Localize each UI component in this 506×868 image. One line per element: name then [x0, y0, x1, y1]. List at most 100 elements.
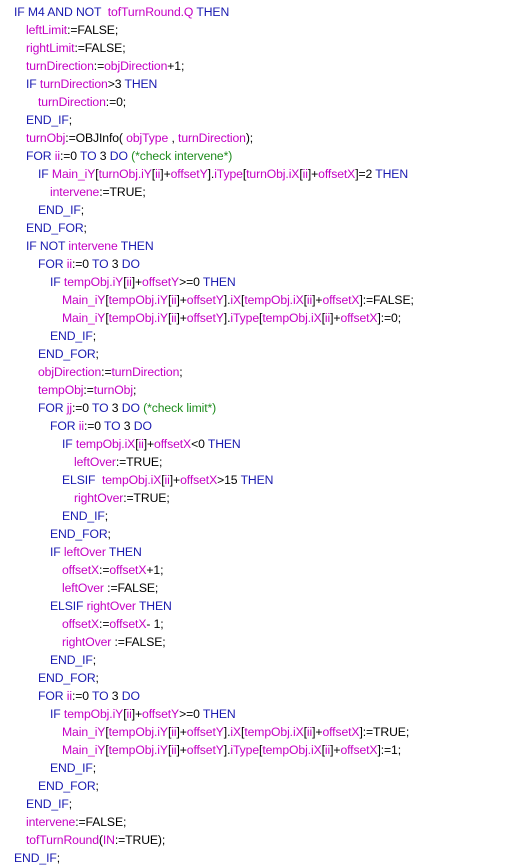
code-line[interactable]: IF tempObj.iX[ii]+offsetX<0 THEN [62, 435, 241, 453]
code-line[interactable]: intervene:=FALSE; [26, 813, 126, 831]
code-line[interactable]: intervene:=TRUE; [50, 183, 146, 201]
code-line[interactable]: END_FOR; [50, 525, 111, 543]
code-line[interactable]: turnDirection:=0; [38, 93, 126, 111]
code-line[interactable]: turnDirection:=objDirection+1; [26, 57, 184, 75]
code-line[interactable]: FOR ii:=0 TO 3 DO [38, 255, 140, 273]
code-token: ii [171, 725, 177, 739]
code-token: ii [126, 707, 132, 721]
code-token: ; [95, 779, 99, 793]
code-token: :=FALSE; [103, 581, 159, 595]
code-token: :=0 [83, 419, 104, 433]
code-token: ; [107, 527, 111, 541]
code-token: >3 [107, 77, 125, 91]
code-token: [ [105, 311, 109, 325]
code-line[interactable]: IF tempObj.iY[ii]+offsetY>=0 THEN [50, 273, 236, 291]
code-token: [ [303, 725, 307, 739]
code-token: offsetY [142, 707, 180, 721]
code-line[interactable]: ELSIF tempObj.iX[ii]+offsetX>15 THEN [62, 471, 273, 489]
code-line[interactable]: END_FOR; [38, 777, 99, 795]
code-line[interactable]: leftLimit:=FALSE; [26, 21, 118, 39]
code-token: [ [242, 167, 247, 181]
code-token: ]. [223, 725, 231, 739]
code-token: ii [78, 419, 84, 433]
code-line[interactable]: END_IF; [50, 759, 96, 777]
code-line[interactable]: IF NOT intervene THEN [26, 237, 154, 255]
code-line[interactable]: leftOver :=FALSE; [62, 579, 158, 597]
code-token: DO [121, 257, 140, 271]
code-token: offsetX [322, 725, 360, 739]
code-line[interactable]: tofTurnRound(IN:=TRUE); [26, 831, 165, 849]
code-token: ; [80, 203, 85, 217]
code-token: tempObj.iY [108, 293, 168, 307]
code-token: >15 [217, 473, 241, 487]
code-token: 3 [99, 149, 110, 163]
code-line[interactable]: leftOver:=TRUE; [74, 453, 162, 471]
code-token: intervene [50, 185, 100, 199]
code-line[interactable]: rightOver:=TRUE; [74, 489, 170, 507]
code-token: ; [104, 509, 109, 523]
code-line[interactable]: IF M4 AND NOT tofTurnRound.Q THEN [14, 3, 229, 21]
code-token: [ [303, 293, 307, 307]
code-line[interactable]: Main_iY[tempObj.iY[ii]+offsetY].iType[te… [62, 309, 401, 327]
code-line[interactable]: END_FOR; [26, 219, 87, 237]
code-line[interactable]: offsetX:=offsetX- 1; [62, 615, 164, 633]
code-token: IF NOT [26, 239, 69, 253]
code-line[interactable]: END_FOR; [38, 345, 99, 363]
code-token: ii [171, 293, 177, 307]
code-line[interactable]: END_IF; [38, 201, 84, 219]
code-token: ]+ [176, 725, 187, 739]
code-token: END_IF [38, 203, 81, 217]
code-token: THEN [202, 275, 236, 289]
code-line[interactable]: END_IF; [26, 111, 72, 129]
code-line[interactable]: turnObj:=OBJInfo( objType , turnDirectio… [26, 129, 253, 147]
code-token: [ [105, 725, 109, 739]
code-token: ii [138, 437, 144, 451]
code-token: tofTurnRound.Q [107, 5, 194, 19]
code-token: offsetY [186, 743, 224, 757]
code-line[interactable]: IF leftOver THEN [50, 543, 142, 561]
code-token: ]+ [176, 293, 187, 307]
code-line[interactable]: END_IF; [26, 795, 72, 813]
code-token: ]+ [312, 725, 323, 739]
code-token: [ [321, 311, 325, 325]
code-line[interactable]: Main_iY[tempObj.iY[ii]+offsetY].iX[tempO… [62, 291, 414, 309]
code-token: ]=2 [355, 167, 376, 181]
code-token: Main_iY [62, 725, 106, 739]
code-token: leftOver [63, 545, 106, 559]
code-line[interactable]: END_FOR; [38, 669, 99, 687]
code-token: [ [161, 473, 165, 487]
code-token: [ [241, 725, 245, 739]
code-line[interactable]: FOR ii:=0 TO 3 DO [38, 687, 140, 705]
code-token: turnDirection [39, 77, 108, 91]
code-line[interactable]: FOR ii:=0 TO 3 DO [50, 417, 152, 435]
code-line[interactable]: Main_iY[tempObj.iY[ii]+offsetY].iX[tempO… [62, 723, 409, 741]
code-token: [ [167, 311, 172, 325]
code-line[interactable]: END_IF; [14, 849, 60, 867]
code-token: [ [95, 167, 99, 181]
code-token: :=TRUE); [114, 833, 166, 847]
code-token: offsetX [109, 563, 147, 577]
code-token: ; [92, 653, 97, 667]
code-line[interactable]: END_IF; [50, 327, 96, 345]
code-token: FOR [38, 401, 67, 415]
code-line[interactable]: END_IF; [50, 651, 96, 669]
code-line[interactable]: rightOver :=FALSE; [62, 633, 166, 651]
code-line[interactable]: offsetX:=offsetX+1; [62, 561, 163, 579]
code-token: turnDirection [38, 95, 106, 109]
code-token: TO [80, 149, 100, 163]
code-line[interactable]: FOR jj:=0 TO 3 DO (*check limit*) [38, 399, 216, 417]
code-line[interactable]: tempObj:=turnObj; [38, 381, 136, 399]
code-token: [ [167, 743, 172, 757]
code-line[interactable]: objDirection:=turnDirection; [38, 363, 183, 381]
code-line[interactable]: IF Main_iY[turnObj.iY[ii]+offsetY].iType… [38, 165, 408, 183]
code-line[interactable]: IF tempObj.iY[ii]+offsetY>=0 THEN [50, 705, 236, 723]
code-line[interactable]: rightLimit:=FALSE; [26, 39, 126, 57]
code-line[interactable]: Main_iY[tempObj.iY[ii]+offsetY].iType[te… [62, 741, 401, 759]
code-line[interactable]: FOR ii:=0 TO 3 DO (*check intervene*) [26, 147, 232, 165]
code-token: FOR [38, 689, 67, 703]
code-line[interactable]: IF turnDirection>3 THEN [26, 75, 157, 93]
code-line[interactable]: ELSIF rightOver THEN [50, 597, 172, 615]
code-line[interactable]: END_IF; [62, 507, 108, 525]
code-token: turnObj.iY [98, 167, 152, 181]
